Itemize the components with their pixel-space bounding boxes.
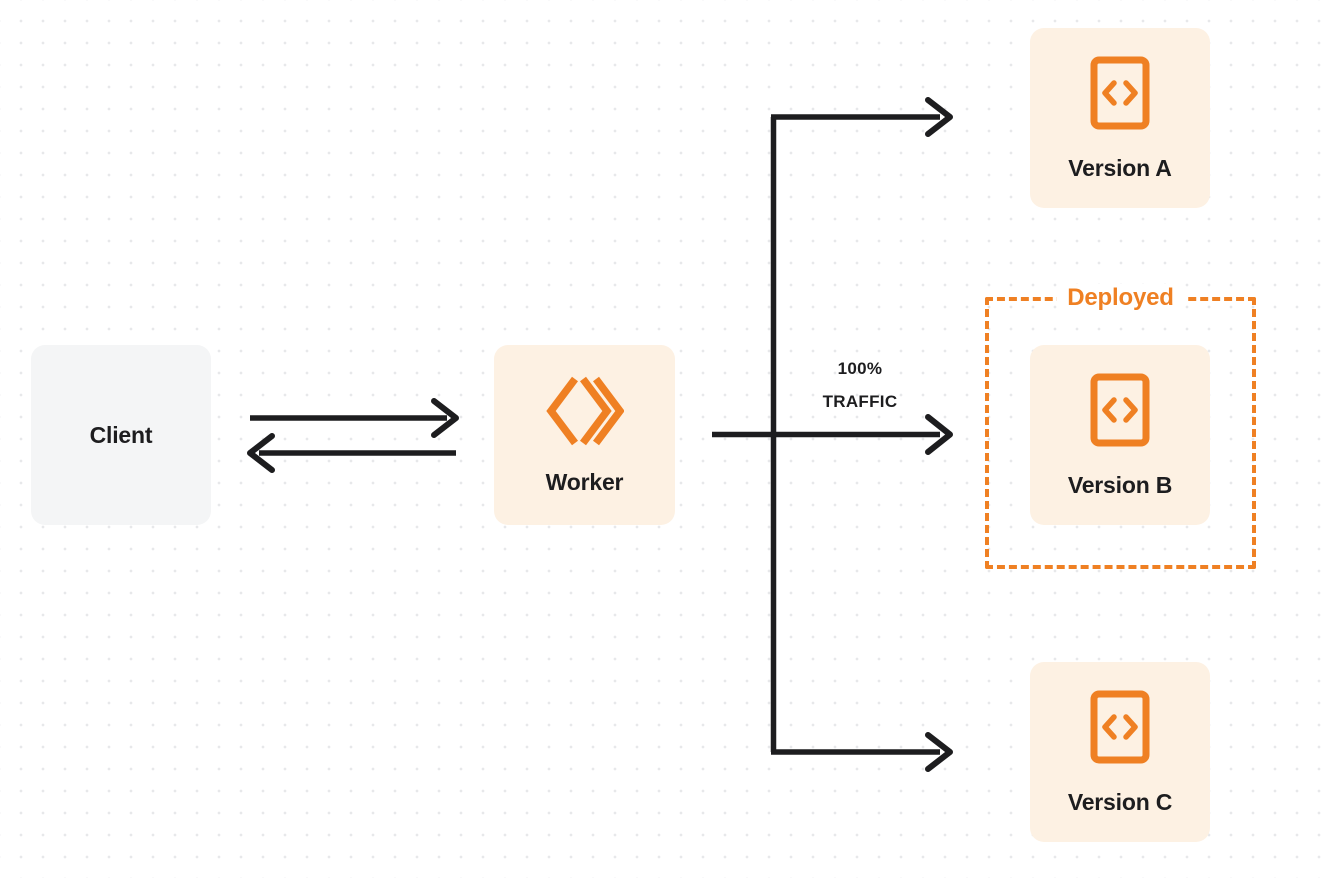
code-document-icon xyxy=(1088,55,1152,131)
node-version-a[interactable]: Version A xyxy=(1030,28,1210,208)
arrow-client-to-worker xyxy=(250,398,459,438)
arrow-to-version-a xyxy=(771,97,953,137)
deployed-group-label: Deployed xyxy=(1056,284,1185,312)
node-version-c-label: Version C xyxy=(1067,788,1173,815)
cloudflare-workers-logo-icon xyxy=(545,375,624,447)
traffic-word-label: TRAFFIC xyxy=(822,392,898,411)
node-client-label: Client xyxy=(89,421,153,448)
traffic-percent-value: 100% xyxy=(837,359,883,378)
deployed-group-boundary: Deployed xyxy=(985,284,1256,569)
node-version-a-label: Version A xyxy=(1068,154,1172,181)
node-worker[interactable]: Worker xyxy=(494,345,675,525)
node-worker-label: Worker xyxy=(545,468,624,495)
node-client[interactable]: Client xyxy=(31,345,211,525)
code-document-icon xyxy=(1088,689,1152,765)
arrow-to-version-b xyxy=(712,414,953,455)
node-version-c[interactable]: Version C xyxy=(1030,662,1210,842)
arrow-to-version-c xyxy=(771,732,953,772)
arrow-worker-to-client xyxy=(247,433,456,473)
code-document-icon xyxy=(1088,372,1152,448)
traffic-percentage-label: 100% TRAFFIC xyxy=(790,352,930,418)
node-version-b[interactable]: Version B xyxy=(1030,345,1210,525)
node-version-b-label: Version B xyxy=(1067,471,1173,498)
